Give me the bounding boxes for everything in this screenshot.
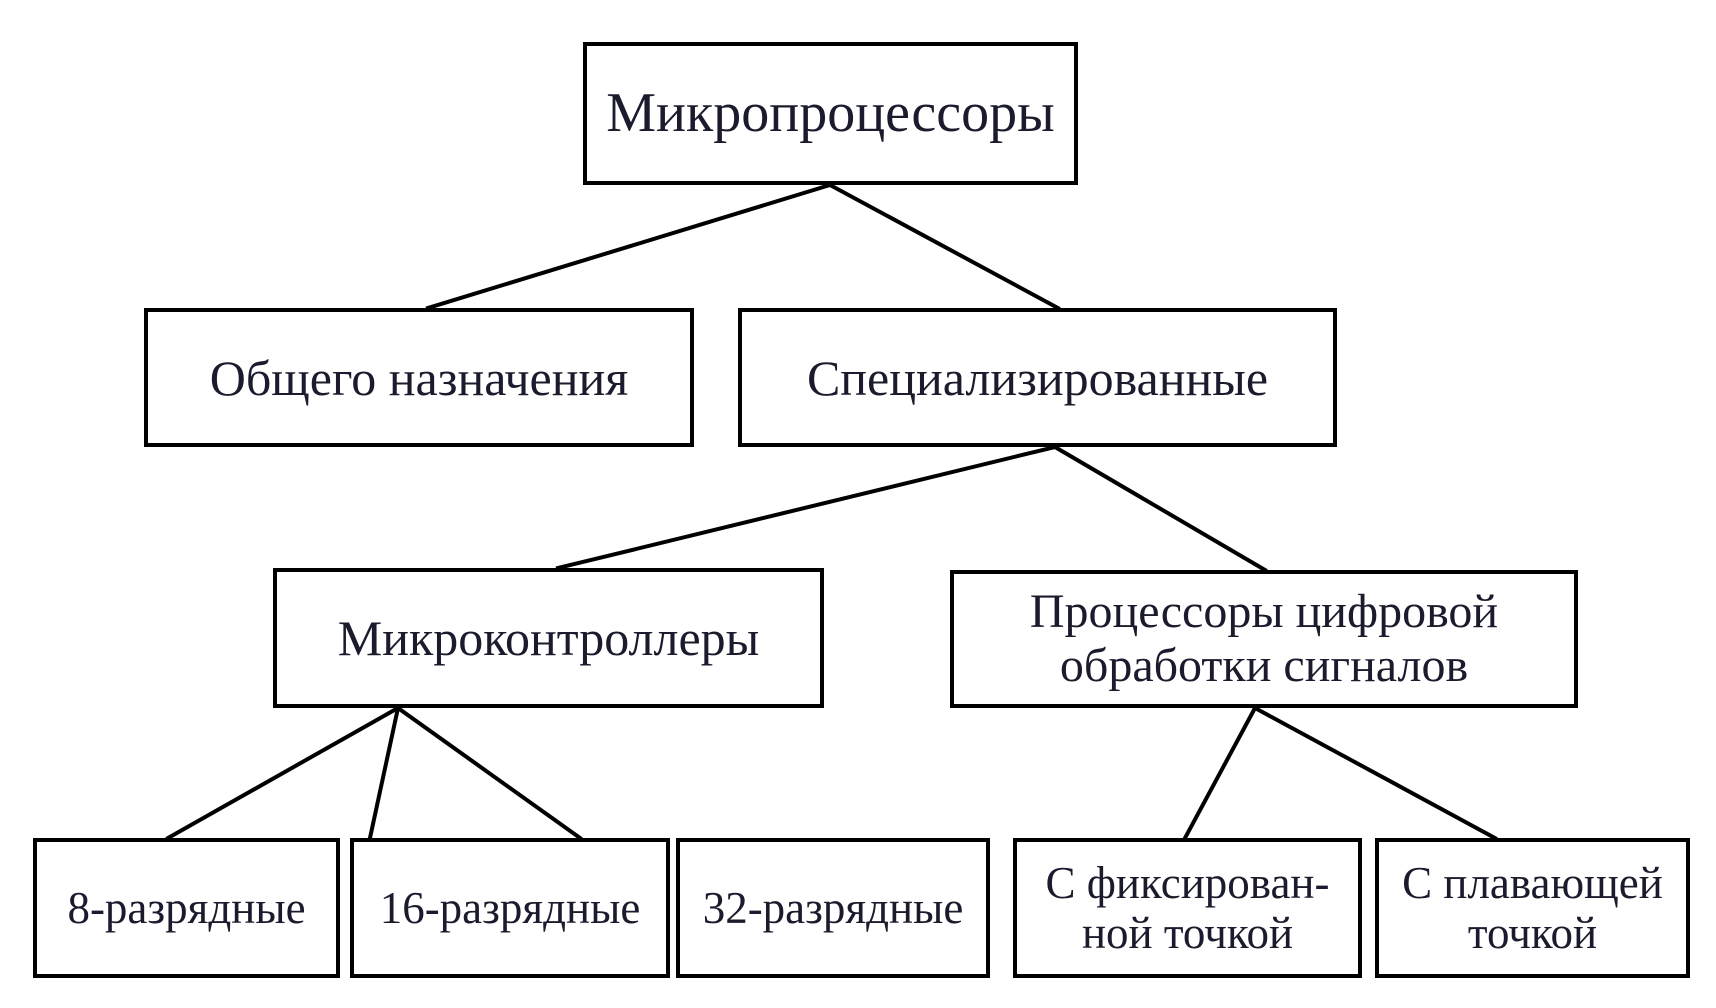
node-label: Общего назначения bbox=[209, 349, 629, 406]
edge-special-dsp bbox=[1052, 444, 1268, 573]
edge-root-general bbox=[425, 182, 833, 311]
node-microcontrollers[interactable]: Микроконтроллеры bbox=[273, 568, 824, 708]
node-general-purpose[interactable]: Общего назначения bbox=[144, 308, 694, 447]
edge-special-mcu bbox=[555, 444, 1058, 571]
edge-mcu-bit32 bbox=[395, 705, 583, 841]
node-label: Процессоры цифровой обработки сигналов bbox=[1029, 585, 1499, 692]
node-floating-point[interactable]: С плавающей точкой bbox=[1375, 838, 1690, 978]
node-16-bit[interactable]: 16-разрядные bbox=[350, 838, 670, 978]
node-label: 16-разрядные bbox=[379, 882, 641, 933]
node-label: Специализированные bbox=[806, 349, 1269, 406]
edge-mcu-bit16 bbox=[367, 705, 401, 841]
node-fixed-point[interactable]: С фиксирован- ной точкой bbox=[1013, 838, 1362, 978]
edge-mcu-bit8 bbox=[165, 705, 401, 841]
node-label: 8-разрядные bbox=[67, 882, 306, 933]
node-label: Микропроцессоры bbox=[606, 82, 1055, 145]
node-microprocessors[interactable]: Микропроцессоры bbox=[583, 42, 1078, 185]
node-8-bit[interactable]: 8-разрядные bbox=[33, 838, 340, 978]
edge-dsp-fixed bbox=[1182, 705, 1258, 841]
edge-dsp-float bbox=[1252, 705, 1498, 841]
node-32-bit[interactable]: 32-разрядные bbox=[676, 838, 990, 978]
node-label: Микроконтроллеры bbox=[337, 610, 760, 666]
node-digital-signal-processors[interactable]: Процессоры цифровой обработки сигналов bbox=[950, 570, 1578, 708]
node-label: С плавающей точкой bbox=[1402, 857, 1663, 958]
node-specialized[interactable]: Специализированные bbox=[738, 308, 1337, 447]
edge-root-special bbox=[827, 182, 1061, 311]
node-label: 32-разрядные bbox=[702, 882, 964, 933]
node-label: С фиксирован- ной точкой bbox=[1045, 857, 1330, 958]
